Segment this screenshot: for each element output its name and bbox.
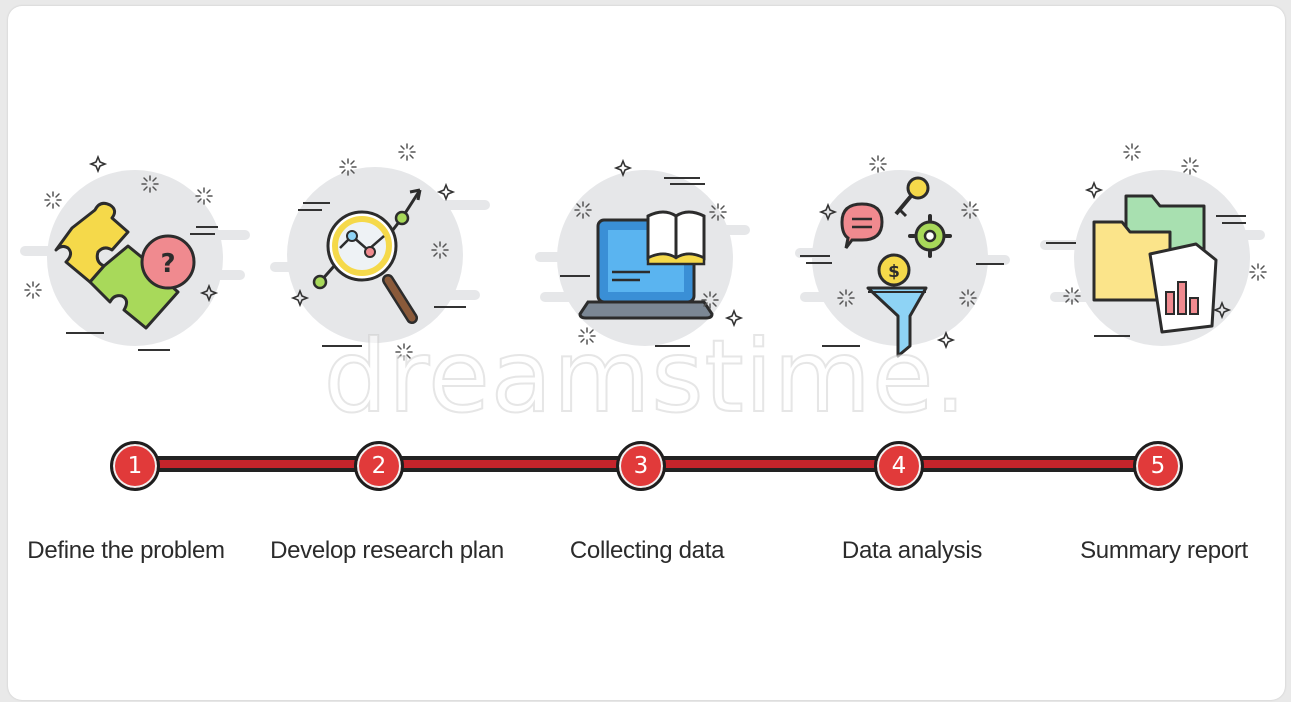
step-3-label: Collecting data [569,537,725,564]
svg-text:?: ? [160,249,175,279]
diagram-card [8,6,1285,700]
laptop-book-icon [535,160,750,347]
funnel-gears-icon: $ [795,155,1010,358]
svg-text:$: $ [888,262,900,282]
step-5-label: Summary report [1080,537,1248,564]
puzzle-question-icon: ? [20,156,250,351]
step-2-label: Develop research plan [270,537,504,564]
step-5-badge: 5 [1133,441,1183,491]
step-3-badge: 3 [616,441,666,491]
step-2-badge: 2 [354,441,404,491]
step-1-label: Define the problem [27,537,225,564]
step-4-badge: 4 [874,441,924,491]
magnifier-chart-icon [270,143,490,361]
folders-report-icon [1040,143,1267,346]
step-4-label: Data analysis [841,537,983,564]
step-1-badge: 1 [110,441,160,491]
